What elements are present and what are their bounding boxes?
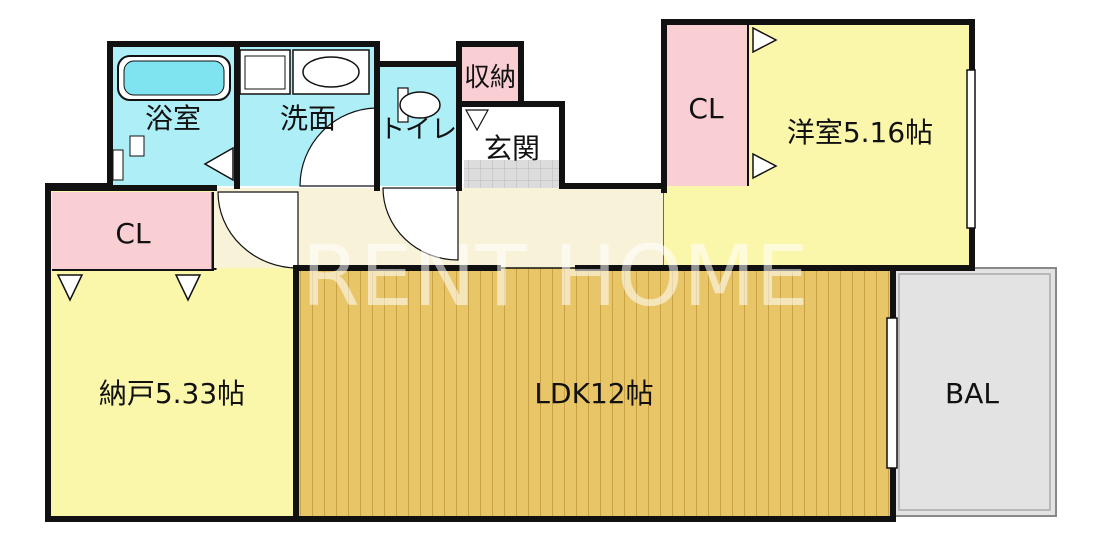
label-closet-left: CL xyxy=(115,217,151,250)
door-swing-washroom xyxy=(299,107,377,187)
toilet-bowl xyxy=(399,91,441,119)
bath-drain xyxy=(112,149,124,181)
closet-left-area xyxy=(52,192,214,269)
washing-machine xyxy=(239,49,291,95)
label-bath: 浴室 xyxy=(145,102,201,135)
walls xyxy=(45,19,975,522)
label-entrance: 玄関 xyxy=(484,132,540,165)
washbasin-bowl xyxy=(302,56,360,88)
label-ldk: LDK12帖 xyxy=(534,377,653,410)
label-balcony: BAL xyxy=(945,377,999,410)
ldk-floor xyxy=(296,268,893,518)
bathtub-inner xyxy=(123,60,225,96)
label-western-room: 洋室5.16帖 xyxy=(787,116,933,149)
window-western-room xyxy=(966,69,976,229)
storage-area xyxy=(459,44,521,104)
closet-right-area xyxy=(664,22,748,186)
label-washroom: 洗面 xyxy=(280,102,336,135)
watermark: RENT HOME xyxy=(301,227,808,325)
bath-door-mark xyxy=(203,146,234,182)
toilet-floor xyxy=(377,64,459,186)
label-storeroom: 納戸5.33帖 xyxy=(99,377,245,410)
washing-machine-inner xyxy=(244,55,286,90)
entrance-tiles xyxy=(464,160,560,188)
closet-left-door-mark-1 xyxy=(56,274,84,302)
label-storage: 収納 xyxy=(464,63,516,93)
closet-right-door-mark-2 xyxy=(752,152,778,180)
closet-left-door-mark-2 xyxy=(174,274,202,302)
balcony xyxy=(892,267,1057,517)
window-ldk xyxy=(886,317,898,469)
door-swing-toilet xyxy=(382,187,459,261)
closet-right-door-mark-1 xyxy=(752,26,778,54)
label-closet-right: CL xyxy=(688,92,724,125)
label-toilet: トイレ xyxy=(379,115,457,145)
shower-fixture xyxy=(129,135,145,157)
entrance-door-mark xyxy=(464,109,490,132)
